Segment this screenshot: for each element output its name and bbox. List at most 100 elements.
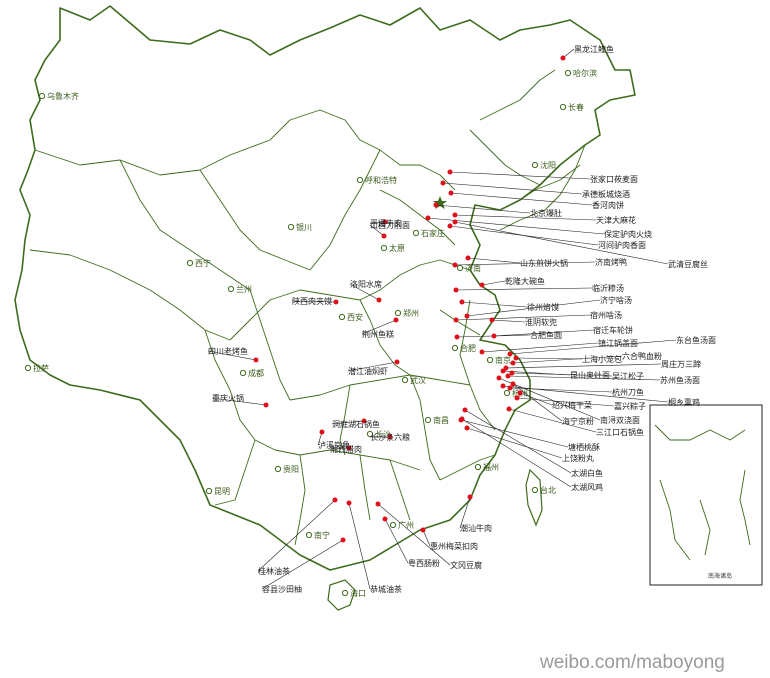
city-marker-hohhot: 呼和浩特	[356, 175, 397, 185]
city-dot	[338, 313, 346, 321]
dish-dot	[462, 407, 468, 413]
leader-line-huaibei-tangbao	[491, 319, 526, 323]
leader-line-sichuan-kaoyu	[207, 350, 257, 361]
leader-line-suzhou-yutang	[507, 375, 661, 381]
city-label: 昆明	[214, 487, 230, 496]
city-marker-shijiazhuang: 石家庄	[412, 228, 445, 238]
city-dot	[239, 369, 247, 377]
city-dot	[531, 486, 539, 494]
dish-layer: 黑龙江鳇鱼张家口莜麦面承德板城烧酒香河肉饼北京爆肚天津大麻花保定驴肉火烧河间驴肉…	[208, 44, 716, 594]
dish-label: 承德板城烧酒	[582, 189, 630, 199]
leader-line-pingyao-niurou	[369, 221, 386, 224]
city-label: 南宁	[314, 530, 330, 540]
leader-line-zhouzhuang	[505, 363, 662, 369]
leader-line-suzhou-shatang	[455, 314, 591, 321]
dish-dot	[376, 297, 382, 303]
dish-marker-liuhe-yuebing: 六合鸭血粉	[510, 351, 662, 366]
dish-marker-huaibei-tangbao: 淮阴软兜	[489, 317, 557, 327]
city-dot	[424, 416, 432, 424]
city-marker-nanjing: 南京	[486, 355, 511, 365]
dish-label: 河间驴肉香面	[598, 240, 646, 250]
dish-marker-tianjin-mahua: 天津大麻花	[452, 212, 636, 225]
city-marker-fuzhou: 福州	[474, 463, 499, 472]
leader-line-qianjiang-youmen	[347, 361, 398, 372]
dish-label: 镇江锅盖面	[598, 338, 638, 348]
city-marker-zhengzhou: 郑州	[394, 308, 419, 318]
dish-dot	[420, 527, 426, 533]
city-dot	[274, 465, 282, 473]
dish-dot	[382, 516, 388, 522]
dish-label: 宿迁车轮饼	[593, 325, 633, 335]
city-label: 济南	[465, 263, 481, 273]
dish-dot	[332, 497, 338, 503]
dish-label: 六合鸭血粉	[622, 351, 662, 361]
dish-label: 长沙条六粮	[370, 432, 410, 442]
dish-marker-taihu-fengji: 太湖风鸡	[459, 416, 603, 492]
city-marker-hefei: 合肥	[451, 343, 476, 353]
city-dot	[227, 285, 235, 293]
dish-dot	[381, 233, 387, 239]
dish-dot	[479, 349, 485, 355]
city-dot	[564, 69, 572, 77]
dish-dot	[507, 351, 513, 357]
south-china-sea-inset	[649, 404, 763, 586]
leader-line-chaoshan-niurou	[459, 496, 471, 529]
dish-dot	[319, 429, 325, 435]
city-dot	[401, 376, 409, 384]
dish-dot	[452, 212, 458, 218]
dish-marker-jining-sao: 济宁啥汤	[464, 295, 632, 319]
city-dot	[389, 521, 397, 529]
dish-marker-chaoshan-niurou: 潮汕牛肉	[460, 494, 492, 533]
leader-line-luoyang-shuixi	[349, 283, 380, 301]
city-dot	[356, 176, 364, 184]
city-dot	[559, 103, 567, 111]
dish-label: 吴江松子	[612, 371, 644, 381]
dish-dot	[440, 180, 446, 186]
leader-line-nanxun-shuangjiao	[498, 377, 601, 421]
dish-marker-wengang-doufu: 文冈豆腐	[375, 501, 482, 570]
inset-coast	[654, 424, 751, 561]
dish-marker-gongcheng-youcha: 恭城油茶	[346, 500, 402, 594]
city-label: 南昌	[433, 415, 449, 425]
dish-marker-subei-guotie: 宿迁车轮饼	[491, 325, 633, 339]
city-dot	[24, 364, 32, 372]
dish-marker-pingyao-niurou: 平遥牛肉	[370, 218, 402, 228]
dish-label: 四川老烤鱼	[208, 346, 248, 356]
dish-marker-linyi-sao: 临沂糁汤	[453, 283, 624, 293]
dish-marker-heilongjiang-zhiyu: 黑龙江鳇鱼	[560, 44, 614, 61]
watermark: weibo.com/maboyong	[539, 652, 725, 673]
dish-label: 平遥牛肉	[370, 218, 402, 228]
city-marker-jinan: 济南	[456, 263, 481, 273]
dish-dot	[517, 390, 523, 396]
dish-label: 济南烤鸭	[595, 257, 627, 267]
dish-marker-sanjiangkou: 三江口石锅鱼	[506, 406, 644, 437]
dish-dot	[447, 223, 453, 229]
city-label: 贵阳	[283, 464, 299, 474]
city-label: 台北	[540, 485, 556, 495]
dish-dot	[333, 299, 339, 305]
leader-line-beijing-baodu	[435, 204, 531, 214]
city-label: 拉萨	[33, 363, 49, 373]
dish-marker-yuexi-changfen: 粤西肠粉	[382, 516, 440, 568]
leader-line-wuqing	[454, 221, 669, 265]
city-dot	[486, 356, 494, 364]
dish-label: 黑龙江鳇鱼	[574, 44, 614, 54]
city-dot	[186, 259, 194, 267]
leader-line-sanjiangkou	[508, 408, 597, 433]
dish-dot	[510, 360, 516, 366]
dish-label: 山西刀削面	[370, 220, 410, 230]
dish-marker-suzhou-yutang: 苏州鱼汤面	[505, 373, 700, 385]
dish-marker-dongtai-yuchi: 东台鱼汤面	[507, 335, 716, 357]
dish-dot	[489, 317, 495, 323]
city-label: 兰州	[236, 284, 252, 294]
dish-label: 塘栖桃酥	[568, 442, 600, 452]
dish-dot	[447, 169, 453, 175]
dish-marker-nanxun-shuangjiao: 南浔双浇面	[496, 375, 640, 425]
city-marker-haikou: 海口	[341, 588, 366, 598]
dish-marker-shanghai-xiaolongbao: 上海小笼包	[513, 354, 622, 364]
dish-label: 桂林油茶	[258, 566, 290, 576]
dish-label: 宿州啥汤	[590, 310, 622, 320]
city-label: 长沙	[375, 429, 391, 439]
dish-label: 徐州烙馍	[527, 302, 559, 312]
city-dot	[503, 389, 511, 397]
